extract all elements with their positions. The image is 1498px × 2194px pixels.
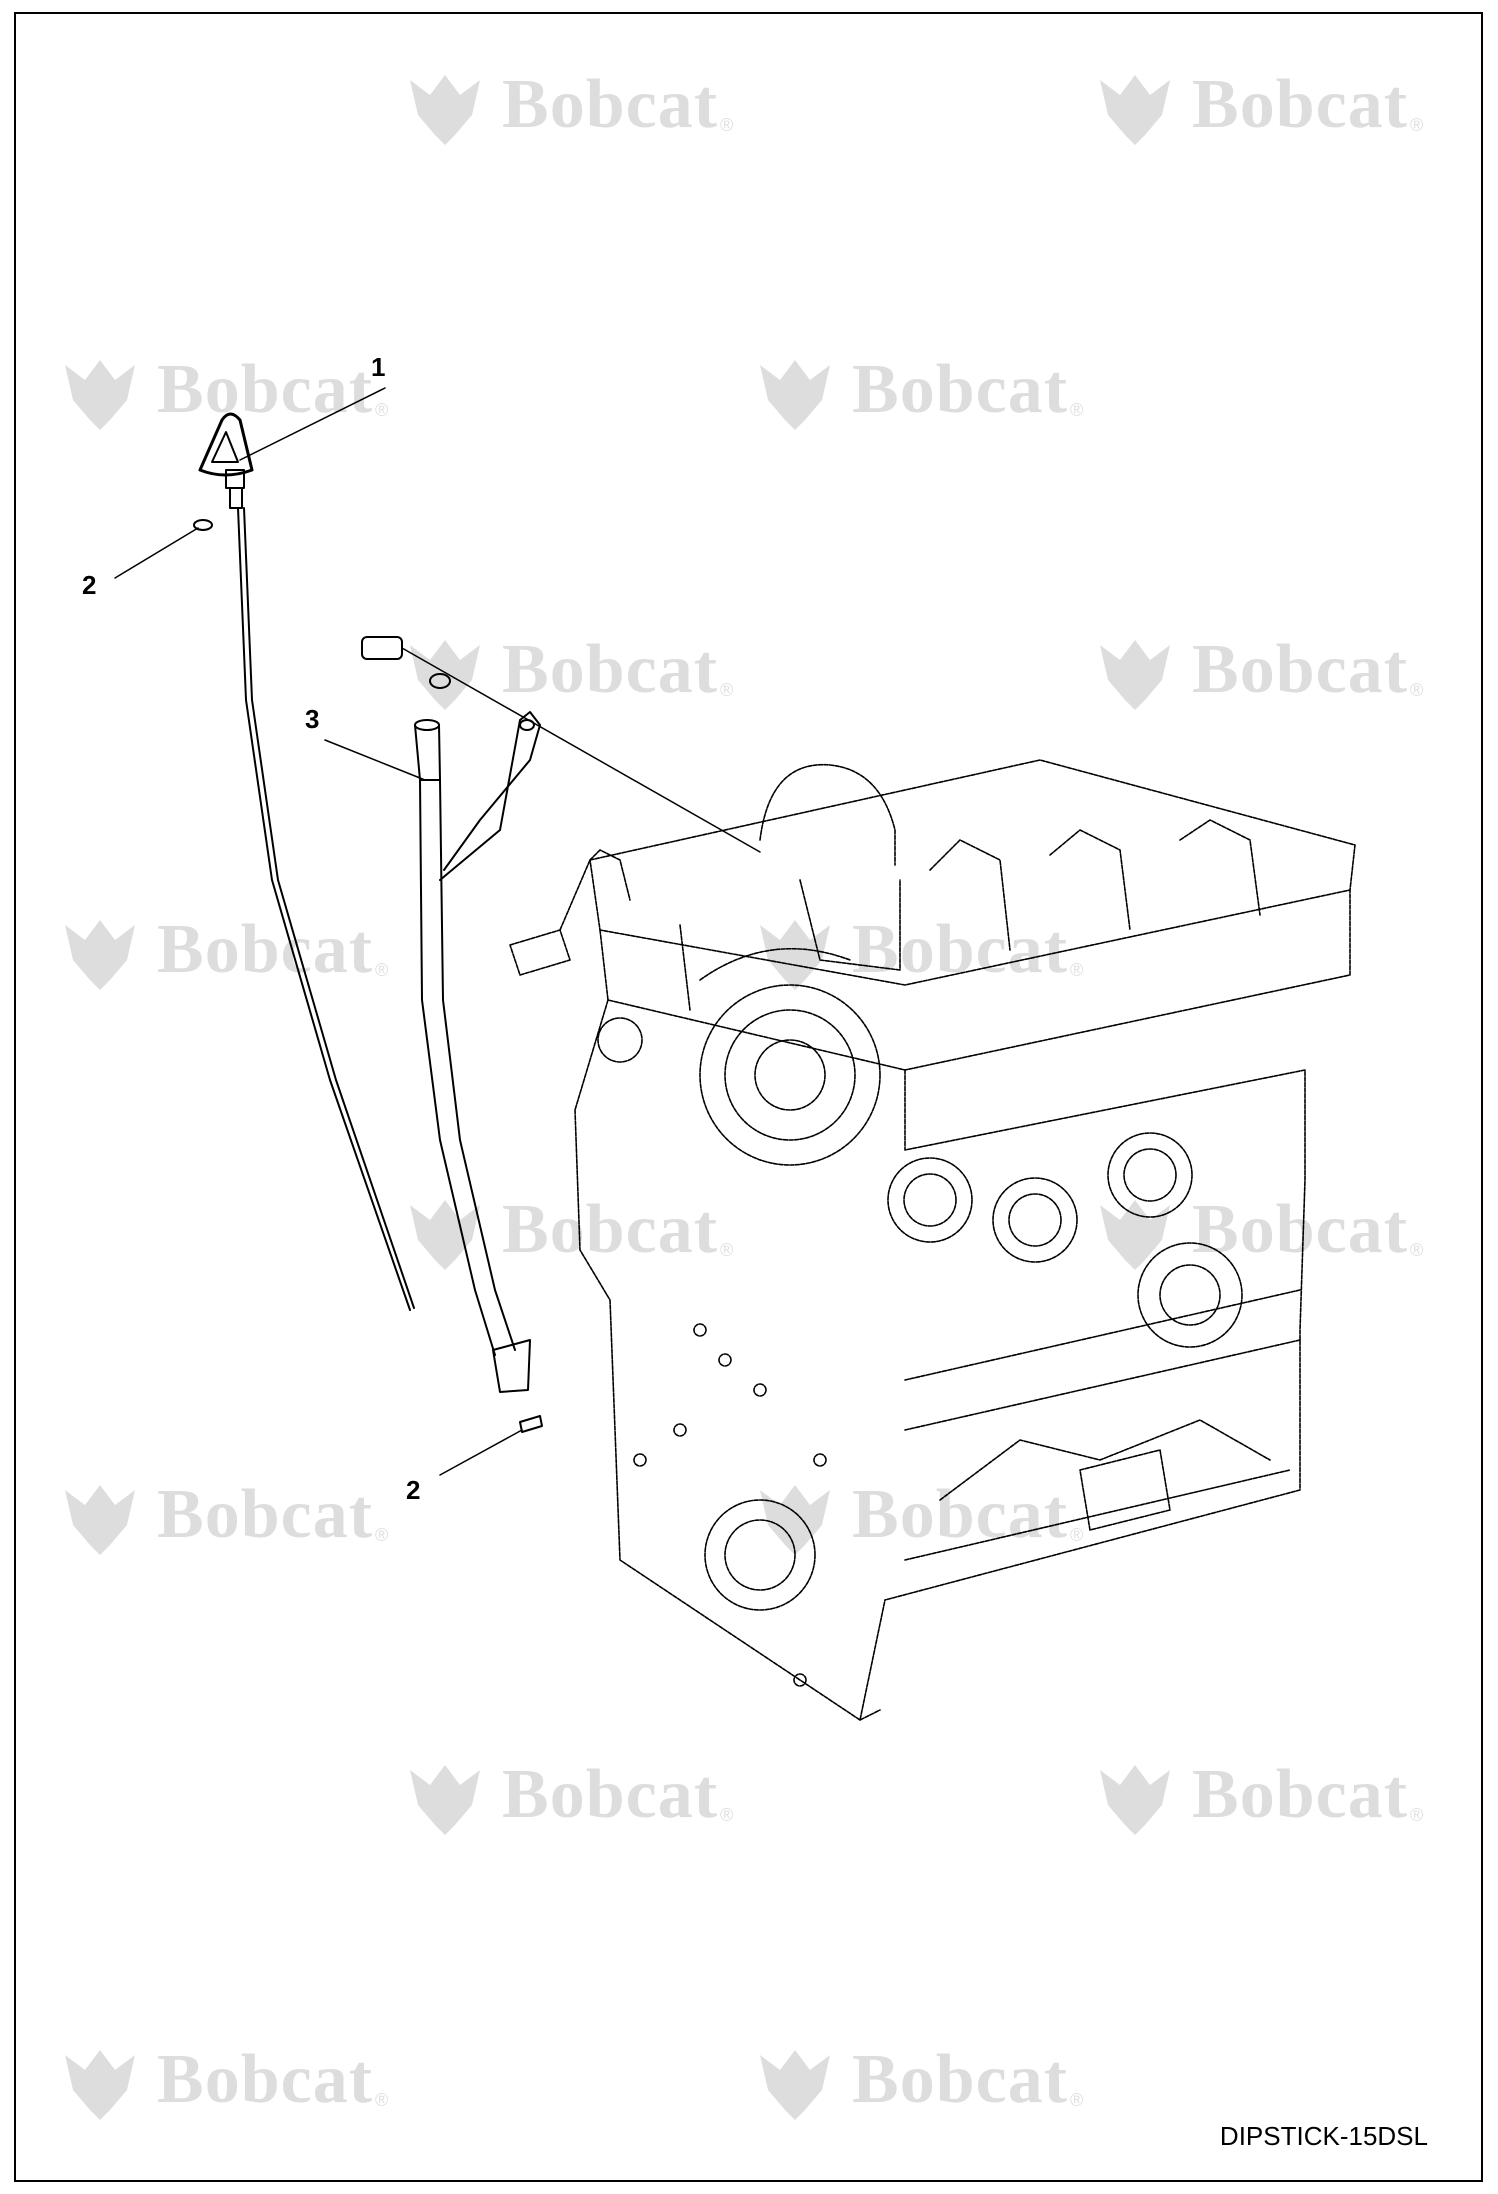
engine-block: [509, 759, 1356, 1721]
watermark: Bobcat®: [400, 1750, 733, 1840]
watermark-text: Bobcat: [1192, 1191, 1408, 1268]
registered-mark: ®: [1410, 1805, 1424, 1825]
watermark: Bobcat®: [55, 345, 388, 435]
watermark: Bobcat®: [400, 60, 733, 150]
watermark-text: Bobcat: [502, 631, 718, 708]
bobcat-logo-icon: [1100, 1765, 1170, 1835]
leader-1: [239, 387, 386, 461]
bobcat-logo-icon: [760, 1485, 830, 1555]
watermark-text: Bobcat: [502, 66, 718, 143]
bobcat-logo-icon: [410, 75, 480, 145]
registered-mark: ®: [1410, 680, 1424, 700]
callout-2-upper: 2: [82, 570, 97, 600]
bobcat-logo-icon: [1100, 1200, 1170, 1270]
bobcat-logo-icon: [65, 1485, 135, 1555]
watermark-text: Bobcat: [1192, 631, 1408, 708]
watermark: Bobcat®: [750, 345, 1083, 435]
bobcat-logo-icon: [65, 2050, 135, 2120]
watermark: Bobcat®: [1090, 1750, 1423, 1840]
watermark-text: Bobcat: [852, 351, 1068, 428]
registered-mark: ®: [375, 400, 389, 420]
registered-mark: ®: [1070, 1525, 1084, 1545]
watermark: Bobcat®: [1090, 60, 1423, 150]
drawing-id: DIPSTICK-15DSL: [1219, 2121, 1428, 2151]
registered-mark: ®: [720, 115, 734, 135]
watermark-text: Bobcat: [1192, 1756, 1408, 1833]
watermark: Bobcat®: [1090, 625, 1423, 715]
bobcat-logo-icon: [410, 1200, 480, 1270]
dipstick-guide-tube: [414, 711, 541, 1393]
o-ring-lower: [519, 1415, 543, 1433]
bobcat-logo-icon: [1100, 75, 1170, 145]
registered-mark: ®: [1410, 1240, 1424, 1260]
drawing-frame: [14, 12, 1483, 2182]
registered-mark: ®: [375, 960, 389, 980]
bolt-and-washer: [361, 636, 761, 853]
watermark: Bobcat®: [1090, 1185, 1423, 1275]
registered-mark: ®: [720, 1240, 734, 1260]
watermark-text: Bobcat: [157, 1476, 373, 1553]
registered-mark: ®: [720, 1805, 734, 1825]
watermark-text: Bobcat: [157, 351, 373, 428]
registered-mark: ®: [375, 2090, 389, 2110]
registered-mark: ®: [375, 1525, 389, 1545]
watermark-text: Bobcat: [852, 1476, 1068, 1553]
callout-2-lower: 2: [406, 1475, 421, 1505]
watermark-text: Bobcat: [157, 911, 373, 988]
watermark: Bobcat®: [400, 1185, 733, 1275]
leader-3: [324, 739, 426, 781]
watermark-text: Bobcat: [502, 1191, 718, 1268]
registered-mark: ®: [1070, 960, 1084, 980]
bobcat-logo-icon: [65, 360, 135, 430]
watermark: Bobcat®: [750, 2035, 1083, 2125]
watermark-text: Bobcat: [157, 2041, 373, 2118]
watermark: Bobcat®: [55, 2035, 388, 2125]
bobcat-logo-icon: [760, 920, 830, 990]
registered-mark: ®: [1070, 400, 1084, 420]
registered-mark: ®: [1410, 115, 1424, 135]
watermark: Bobcat®: [750, 905, 1083, 995]
callout-3: 3: [305, 704, 320, 734]
watermark: Bobcat®: [750, 1470, 1083, 1560]
watermark-text: Bobcat: [852, 911, 1068, 988]
bobcat-logo-icon: [760, 2050, 830, 2120]
bobcat-logo-icon: [760, 360, 830, 430]
bobcat-logo-icon: [1100, 640, 1170, 710]
leader-2-lower: [439, 1429, 523, 1476]
o-ring-upper: [193, 519, 213, 531]
bobcat-logo-icon: [65, 920, 135, 990]
dipstick: [198, 412, 415, 1311]
leader-2-upper: [114, 527, 199, 579]
registered-mark: ®: [1070, 2090, 1084, 2110]
watermark-text: Bobcat: [852, 2041, 1068, 2118]
watermark-text: Bobcat: [502, 1756, 718, 1833]
registered-mark: ®: [720, 680, 734, 700]
watermark-text: Bobcat: [1192, 66, 1408, 143]
watermark: Bobcat®: [55, 1470, 388, 1560]
watermark: Bobcat®: [55, 905, 388, 995]
bobcat-logo-icon: [410, 1765, 480, 1835]
callout-1: 1: [371, 352, 386, 382]
